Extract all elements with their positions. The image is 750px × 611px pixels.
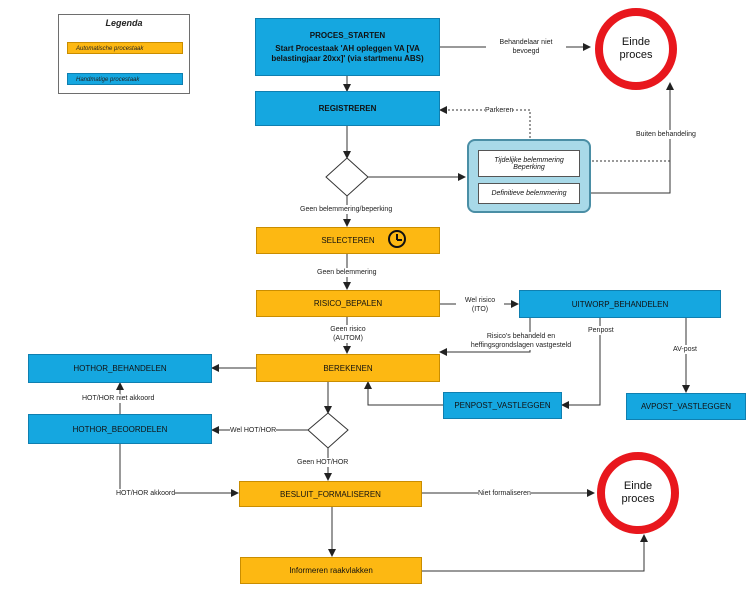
label-penpost: Penpost	[588, 326, 614, 335]
node-proces-starten: PROCES_STARTEN Start Procestaak 'AH ople…	[255, 18, 440, 76]
label-geen-belemmering-beperking: Geen belemmering/beperking	[300, 205, 393, 214]
node-registreren: REGISTREREN	[255, 91, 440, 126]
node-berekenen: BEREKENEN	[256, 354, 440, 382]
edge-parkeren	[439, 106, 531, 150]
label-av-post: AV-post	[673, 345, 697, 354]
label-parkeren: Parkeren	[485, 106, 514, 115]
label-hot-hor-akkoord: HOT/HOR akkoord	[116, 489, 176, 498]
clock-icon	[388, 230, 406, 248]
end-circle-2: Einde proces	[597, 452, 679, 534]
label-wel-hot-hor: Wel HOT/HOR	[230, 426, 277, 435]
label-geen-belemmering: Geen belemmering	[317, 268, 377, 277]
edge-penpost-to-berekenen	[364, 381, 443, 406]
node-definitieve-belemmering: Definitieve belemmering	[478, 183, 580, 204]
node-hothor-beoordelen: HOTHOR_BEOORDELEN	[28, 414, 212, 444]
label-buiten-behandeling: Buiten behandeling	[636, 130, 696, 139]
label-wel-risico: Wel risico (ITO)	[456, 296, 504, 314]
node-selecteren: SELECTEREN	[256, 227, 440, 254]
decision-diamond-2	[307, 412, 349, 449]
node-hothor-behandelen: HOTHOR_BEHANDELEN	[28, 354, 212, 383]
edge-uitworp-to-berekenen	[439, 318, 531, 356]
end-circle-1: Einde proces	[595, 8, 677, 90]
end-circle-2-label: Einde proces	[621, 480, 655, 505]
node-informeren-raakvlakken: Informeren raakvlakken	[240, 557, 422, 584]
legend-automatic: Automatische procestaak	[67, 42, 183, 54]
edge-buiten-behandeling	[580, 82, 674, 194]
label-geen-hot-hor: Geen HOT/HOR	[297, 458, 349, 467]
node-uitworp-behandelen: UITWORP_BEHANDELEN	[519, 290, 721, 318]
node-besluit-formaliseren: BESLUIT_FORMALISEREN	[239, 481, 422, 507]
label-niet-formaliseren: Niet formaliseren	[478, 489, 531, 498]
node-proces-starten-title: PROCES_STARTEN	[309, 30, 386, 40]
label-geen-risico: Geen risico (AUTOM)	[322, 325, 374, 343]
node-tijdelijke-belemmering: Tijdelijke belemmering Beperking	[478, 150, 580, 177]
legend-manual: Handmatige procestaak	[67, 73, 183, 85]
edge-beoordelen-to-besluit	[119, 444, 239, 497]
label-risicos-behandeld: Risico's behandeld en heffingsgrondslage…	[462, 332, 580, 350]
node-avpost-vastleggen: AVPOST_VASTLEGGEN	[626, 393, 746, 420]
label-hot-hor-niet-akkoord: HOT/HOR niet akkoord	[82, 394, 155, 403]
node-proces-starten-body: Start Procestaak 'AH opleggen VA [VA bel…	[271, 43, 424, 63]
decision-diamond-1	[325, 157, 369, 197]
legend-title: Legenda	[105, 18, 143, 28]
node-risico-bepalen: RISICO_BEPALEN	[256, 290, 440, 317]
legend: Legenda Automatische procestaak Handmati…	[58, 14, 190, 94]
label-behandelaar-niet-bevoegd: Behandelaar niet bevoegd	[486, 38, 566, 56]
edge-informeren-to-end	[422, 534, 648, 572]
edge-uitworp-to-penpost	[561, 318, 601, 409]
end-circle-1-label: Einde proces	[619, 36, 653, 61]
node-penpost-vastleggen: PENPOST_VASTLEGGEN	[443, 392, 562, 419]
